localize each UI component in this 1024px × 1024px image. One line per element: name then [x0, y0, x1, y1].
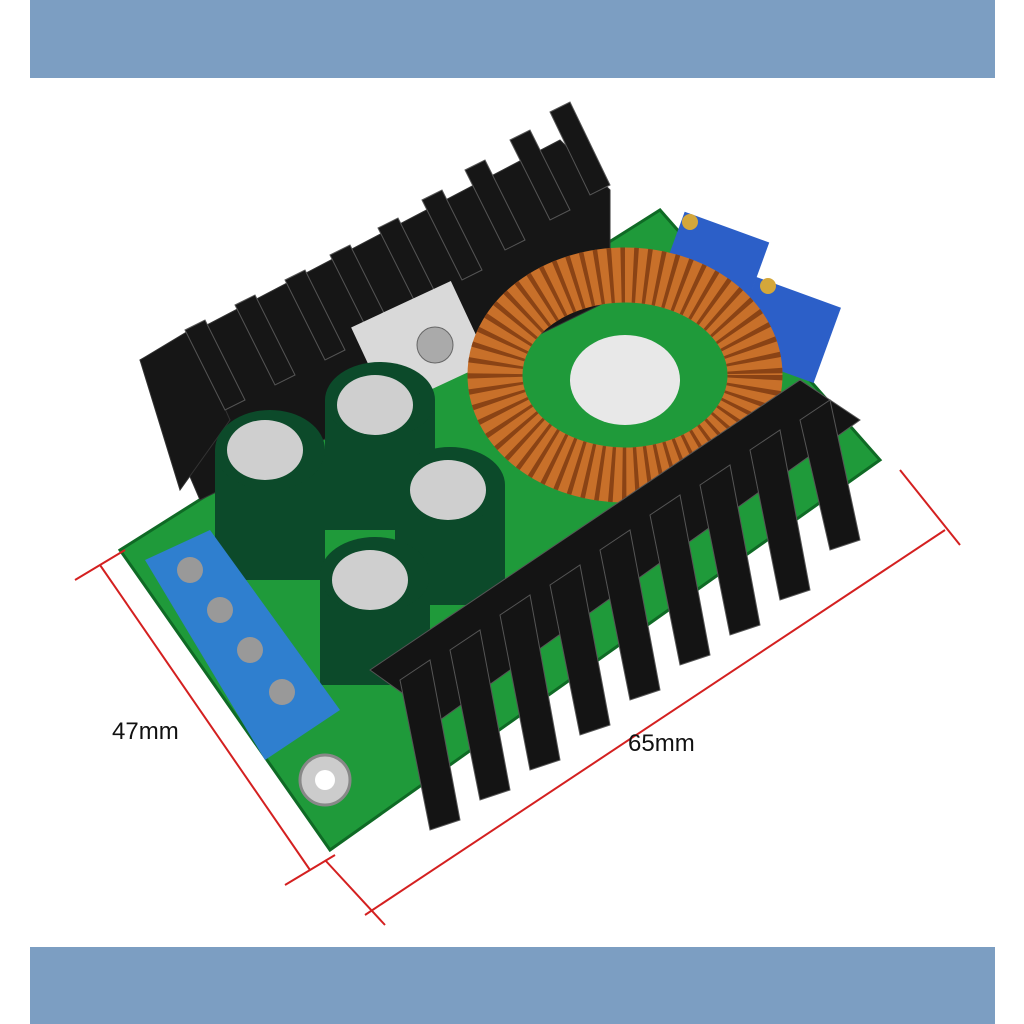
front-heatsink [369, 379, 861, 831]
top-banner [30, 0, 995, 78]
toroidal-inductor [467, 247, 783, 503]
bottom-banner [30, 947, 995, 1024]
dimension-lines [74, 469, 961, 926]
length-dimension-label: 65mm [628, 730, 695, 757]
width-dimension-label: 47mm [112, 718, 179, 745]
capacitors [215, 362, 505, 685]
screw [416, 326, 454, 364]
screw-terminal-block [145, 530, 340, 760]
